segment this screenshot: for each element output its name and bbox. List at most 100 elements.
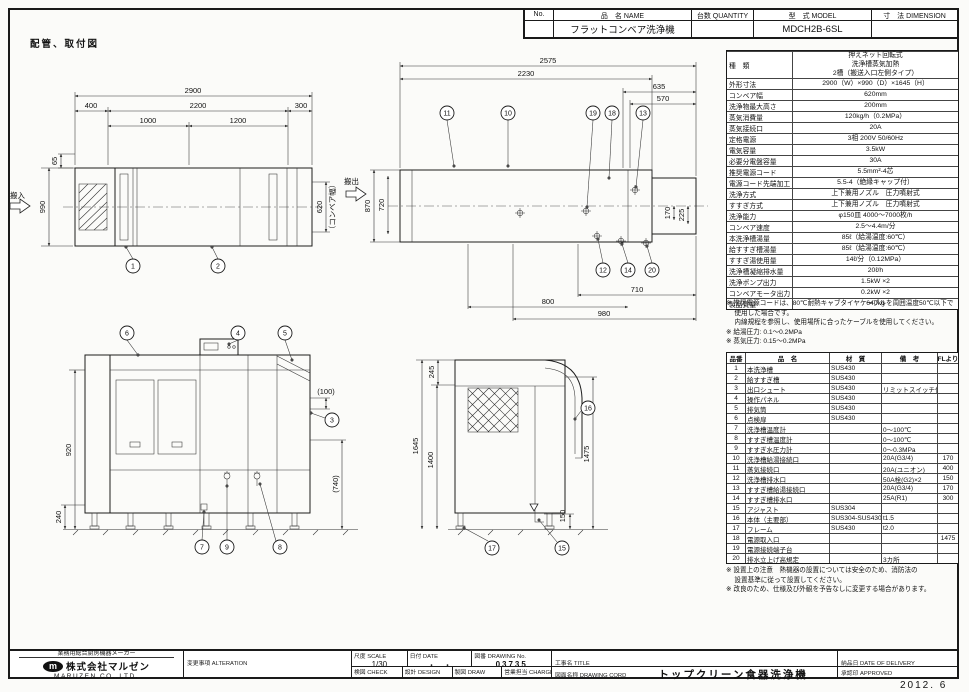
- dim-label: 1475: [582, 446, 591, 463]
- spec-row: コンベア幅 620mm: [727, 89, 958, 101]
- dim-label: 720: [377, 199, 386, 212]
- dim-label: 240: [54, 511, 63, 524]
- alteration-cell: 変更事項 ALTERATION: [183, 651, 351, 677]
- dim-label: 245: [427, 366, 436, 379]
- dim-label: 150: [558, 510, 567, 523]
- spec-value: 120kg/h（0.2MPa）: [844, 113, 907, 121]
- inlet-arrow-icon: [9, 198, 31, 214]
- scale-date-block: 尺度 SCALE 1/30 日付 DATE ・ ・ 図番 DRAWING No.…: [351, 651, 551, 677]
- spec-value: 20A: [869, 124, 882, 132]
- company-name-en: MARUZEN CO.,LTD.: [54, 673, 139, 680]
- spec-value: 押えネット回転式 洗浄槽蒸気加熱 2槽（搬送入口左側タイプ）: [832, 52, 919, 77]
- date-cell: 日付 DATE ・ ・: [406, 651, 472, 666]
- note-line: 設置基準に従って設置してください。: [726, 576, 846, 584]
- parts-row: 15 アジャスト SUS304: [727, 503, 958, 513]
- parts-row: 19 電源接続端子台: [727, 543, 958, 553]
- spec-row: 洗浄方式 上下兼用ノズル 圧力噴射式: [727, 188, 958, 200]
- svg-text:9: 9: [225, 545, 229, 552]
- balloon-callout: 12: [595, 237, 611, 278]
- svg-text:3: 3: [330, 418, 334, 425]
- dim-label: 620: [315, 201, 324, 214]
- parts-row: 3 出口シュート SUS430 リミットスイッチ付: [727, 383, 958, 393]
- spec-label: 本洗浄槽湯量: [727, 233, 793, 244]
- spec-value: 30A: [869, 157, 882, 165]
- balloon-callout: 14: [620, 242, 636, 278]
- parts-table: 品番 品 名 材 質 備 考 FLより 1 本洗浄槽 SUS430 2 給すすぎ…: [726, 352, 959, 564]
- model-label: 型 式 MODEL: [754, 10, 871, 21]
- spec-label: 洗浄物最大高さ: [727, 101, 793, 112]
- balloon-callout: 10: [500, 105, 516, 168]
- title-block: 業務用総合厨房機器メーカー m 株式会社マルゼン MARUZEN CO.,LTD…: [8, 649, 959, 681]
- spec-label: 定格電源: [727, 134, 793, 145]
- spec-row: 洗浄物最大高さ 200mm: [727, 100, 958, 112]
- spec-value: 5.5-4（絶縁キャップ付）: [837, 179, 914, 187]
- dim-label: 1400: [426, 452, 435, 469]
- spec-row: 洗浄ポンプ出力 1.5kW ×2: [727, 276, 958, 288]
- note-line: ※ 改良のため、仕様及び外観を予告なしに変更する場合があります。: [726, 586, 931, 594]
- plan-view: 2900 400 2200 300 1000 1200 990 65 620 （…: [9, 86, 367, 274]
- balloon-callout: 1: [124, 245, 141, 274]
- piping-plan-view: 2575 2230 635 570 870 720 170 225 710: [363, 56, 708, 321]
- scale-cell: 尺度 SCALE 1/30: [352, 651, 407, 666]
- note-line: 使用した場合です。: [726, 309, 794, 317]
- col-header: 品番: [729, 356, 743, 363]
- spec-label: 蒸気接続口: [727, 123, 793, 134]
- spec-value: 3相 200V 50/60Hz: [847, 135, 904, 143]
- header-model-cell: 型 式 MODEL MDCH2B-6SL: [753, 10, 871, 37]
- dim-label: 225: [677, 209, 686, 222]
- approved-cell: 承認印 APPROVED: [838, 666, 957, 678]
- balloon-callout: 20: [644, 244, 660, 278]
- drawing-type-label: 配管、取付図: [30, 39, 100, 50]
- parts-row: 17 フレーム SUS430 t2.0: [727, 523, 958, 533]
- balloon-callout: 15: [537, 518, 570, 556]
- parts-row: 11 蒸気接続口 20A(ユニオン) 400: [727, 463, 958, 473]
- spec-row: 給すすぎ槽湯量 85ℓ（給湯温度:60℃）: [727, 243, 958, 255]
- spec-value: 200mm: [864, 102, 887, 110]
- spec-value: 5.5mm²-4芯: [857, 168, 894, 176]
- spec-row: 外形寸法 2900（W）×990（D）×1645（H）: [727, 78, 958, 90]
- parts-row: 14 すすぎ槽排水口 25A(R1) 300: [727, 493, 958, 503]
- dim-label: 170: [663, 207, 672, 220]
- header-name-cell: 品 名 NAME フラットコンベア洗浄機: [553, 10, 691, 37]
- parts-row: 6 点検扉 SUS430: [727, 413, 958, 423]
- note-line: ※ 蒸気圧力: 0.15～0.2MPa: [726, 338, 806, 346]
- dim-label: 2200: [190, 101, 207, 110]
- drawing-name-value: トップクリーン食器洗浄機: [658, 668, 808, 681]
- parts-row: 13 すすぎ槽給湯接続口 20A(G3/4) 170: [727, 483, 958, 493]
- outlet-label: 搬出: [344, 176, 359, 186]
- model-value: MDCH2B-6SL: [782, 23, 843, 35]
- maker-block: 業務用総合厨房機器メーカー m 株式会社マルゼン MARUZEN CO.,LTD…: [10, 651, 183, 680]
- delivery-approval-block: 納品日 DATE OF DELIVERY 承認印 APPROVED: [837, 651, 957, 677]
- balloon-callout: 11: [439, 105, 456, 168]
- balloon-callout: 9: [219, 484, 235, 555]
- delivery-cell: 納品日 DATE OF DELIVERY: [841, 661, 915, 667]
- col-header: 材 質: [829, 353, 881, 363]
- svg-text:19: 19: [589, 111, 597, 118]
- parts-row: 9 すすぎ水圧力計 0～0.3MPa: [727, 443, 958, 453]
- header-no-cell: No.: [525, 10, 553, 37]
- header-dimension-cell: 寸 法 DIMENSION: [871, 10, 957, 37]
- spec-label: 製品質量: [727, 299, 793, 310]
- parts-row: 1 本洗浄槽 SUS430: [727, 363, 958, 373]
- note-line: ※ 推奨電源コードは、80℃耐熱キャブタイヤケーブルを周囲温度50℃以下で: [726, 300, 954, 307]
- spec-value: 85ℓ（給湯温度:60℃）: [841, 245, 910, 253]
- svg-text:12: 12: [599, 268, 607, 275]
- dim-label: 635: [653, 82, 666, 91]
- hot-water-fittings: [200, 471, 261, 511]
- spec-value: 上下兼用ノズル 圧力噴射式: [831, 190, 920, 198]
- dim-label: 400: [85, 101, 98, 110]
- charge-cell: 営業担当 CHARGE: [501, 667, 551, 677]
- spec-label: すすぎ湯使用量: [727, 255, 793, 266]
- spec-row: 電気容量 3.5kW: [727, 144, 958, 156]
- hatch-area: [78, 183, 108, 231]
- spec-row: 種 類 押えネット回転式 洗浄槽蒸気加熱 2槽（搬送入口左側タイプ）: [727, 51, 958, 79]
- col-header: FLより: [937, 353, 958, 363]
- svg-text:17: 17: [488, 546, 496, 553]
- balloon-callout: 16: [573, 400, 596, 421]
- balloon-callout: 18: [604, 105, 620, 180]
- spec-label: 種 類: [727, 52, 793, 79]
- legs: [89, 512, 300, 530]
- parts-row: 16 本体（主要部） SUS304-SUS430 t1.5: [727, 513, 958, 523]
- dim-label: 980: [598, 309, 611, 318]
- svg-text:8: 8: [278, 545, 282, 552]
